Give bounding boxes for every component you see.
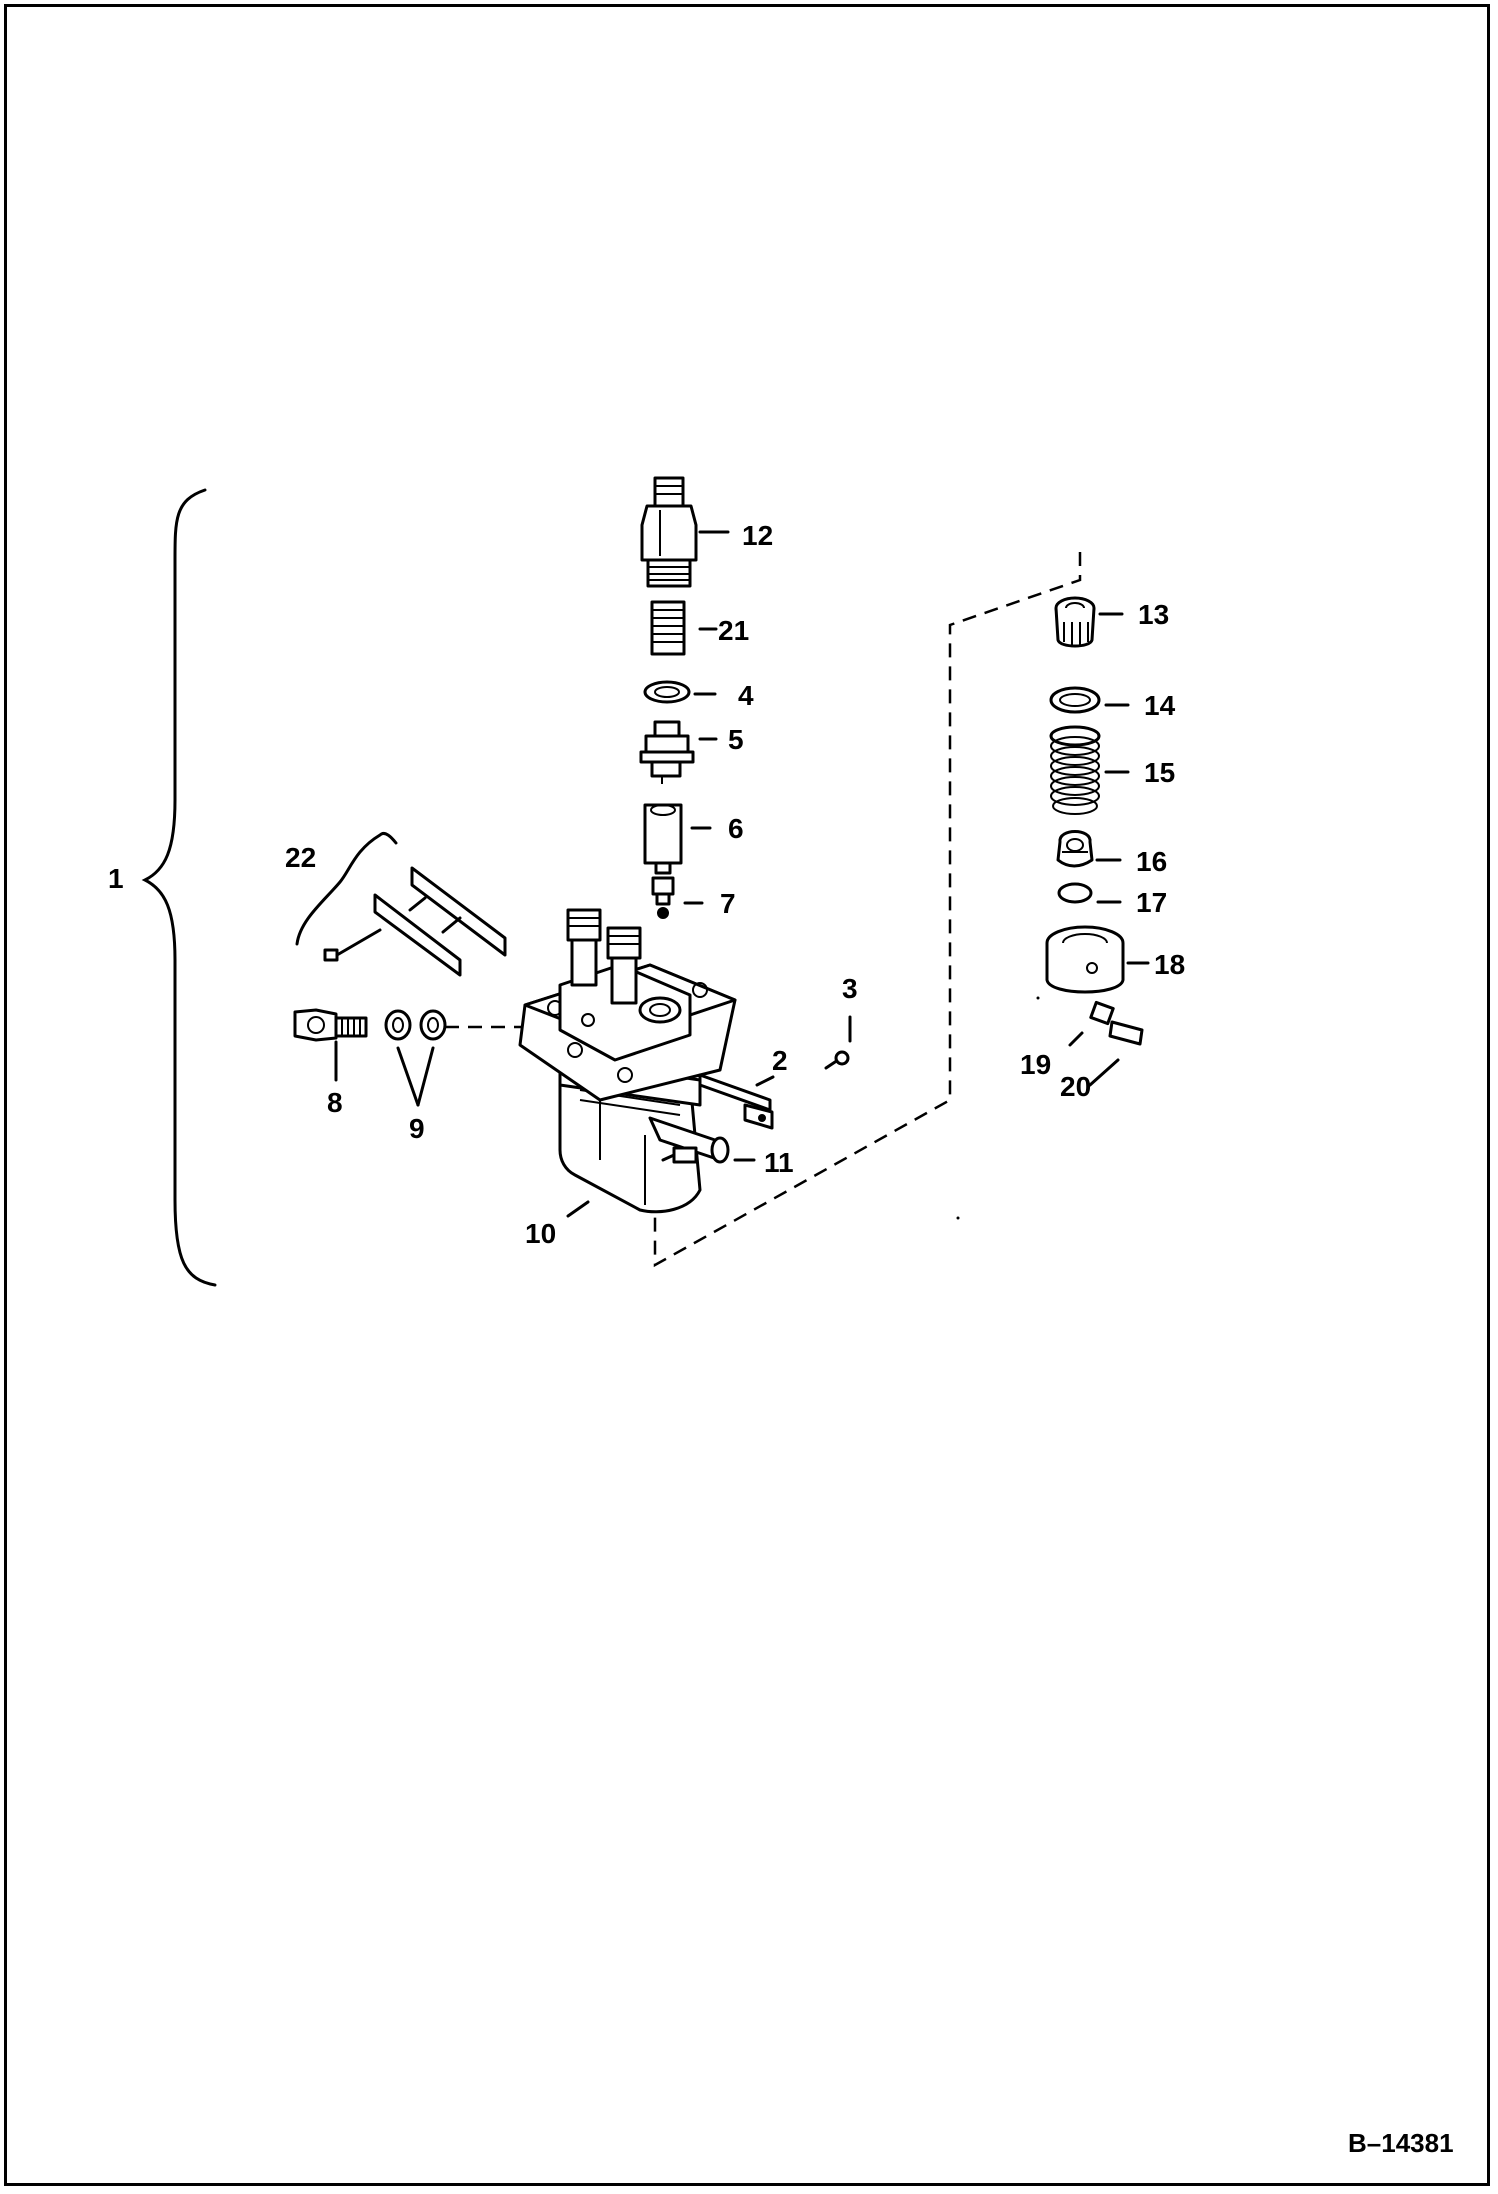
assembly-brace xyxy=(141,488,217,1287)
part-o-ring xyxy=(1057,882,1093,904)
callout-14: 14 xyxy=(1144,690,1176,721)
callout-2: 2 xyxy=(772,1045,788,1076)
callout-11: 11 xyxy=(764,1147,794,1178)
callout-1: 1 xyxy=(108,863,124,894)
callout-15: 15 xyxy=(1144,757,1175,788)
scan-speck xyxy=(1036,996,1040,1000)
callout-12: 12 xyxy=(742,520,773,551)
part-washer-9b xyxy=(419,1009,447,1041)
part-pump-body xyxy=(518,908,737,1214)
part-pin xyxy=(1089,1000,1115,1026)
callout-18: 18 xyxy=(1154,949,1185,980)
part-cap-nut xyxy=(1054,596,1096,648)
part-sleeve xyxy=(1045,925,1125,994)
callout-7: 7 xyxy=(720,888,736,919)
leader-lines xyxy=(334,530,1150,1218)
figure-id: B–14381 xyxy=(1348,2128,1454,2158)
page-border xyxy=(4,4,1490,2186)
part-washer-9a xyxy=(384,1009,412,1041)
callout-13: 13 xyxy=(1138,599,1169,630)
part-banjo-fitting xyxy=(293,1008,368,1042)
part-screw xyxy=(824,1050,850,1070)
callout-22: 22 xyxy=(285,842,316,873)
callout-8: 8 xyxy=(327,1087,343,1118)
part-stop-bracket xyxy=(295,831,507,977)
part-shaft xyxy=(648,1116,730,1164)
assembly-dash-line xyxy=(653,552,1082,1268)
part-spring-small xyxy=(650,600,686,656)
part-delivery-valve-holder xyxy=(640,476,698,588)
callout-20: 20 xyxy=(1060,1071,1091,1102)
part-plunger-barrel xyxy=(643,803,683,875)
callout-17: 17 xyxy=(1136,887,1167,918)
scan-speck xyxy=(956,1216,960,1220)
part-delivery-valve xyxy=(639,720,695,784)
callout-5: 5 xyxy=(728,724,744,755)
callout-9: 9 xyxy=(409,1113,425,1144)
callout-21: 21 xyxy=(718,615,749,646)
part-washer-14 xyxy=(1049,686,1101,714)
callout-6: 6 xyxy=(728,813,744,844)
callout-19: 19 xyxy=(1020,1049,1051,1080)
part-washer-4 xyxy=(643,680,691,704)
callout-4: 4 xyxy=(738,680,754,711)
callout-10: 10 xyxy=(525,1218,556,1249)
part-plunger xyxy=(651,876,675,919)
part-control-rod xyxy=(698,1073,774,1130)
part-set-screw xyxy=(1108,1020,1144,1046)
callout-3: 3 xyxy=(842,973,858,1004)
callout-16: 16 xyxy=(1136,846,1167,877)
part-spring-large xyxy=(1049,725,1101,815)
part-valve xyxy=(1056,830,1094,868)
